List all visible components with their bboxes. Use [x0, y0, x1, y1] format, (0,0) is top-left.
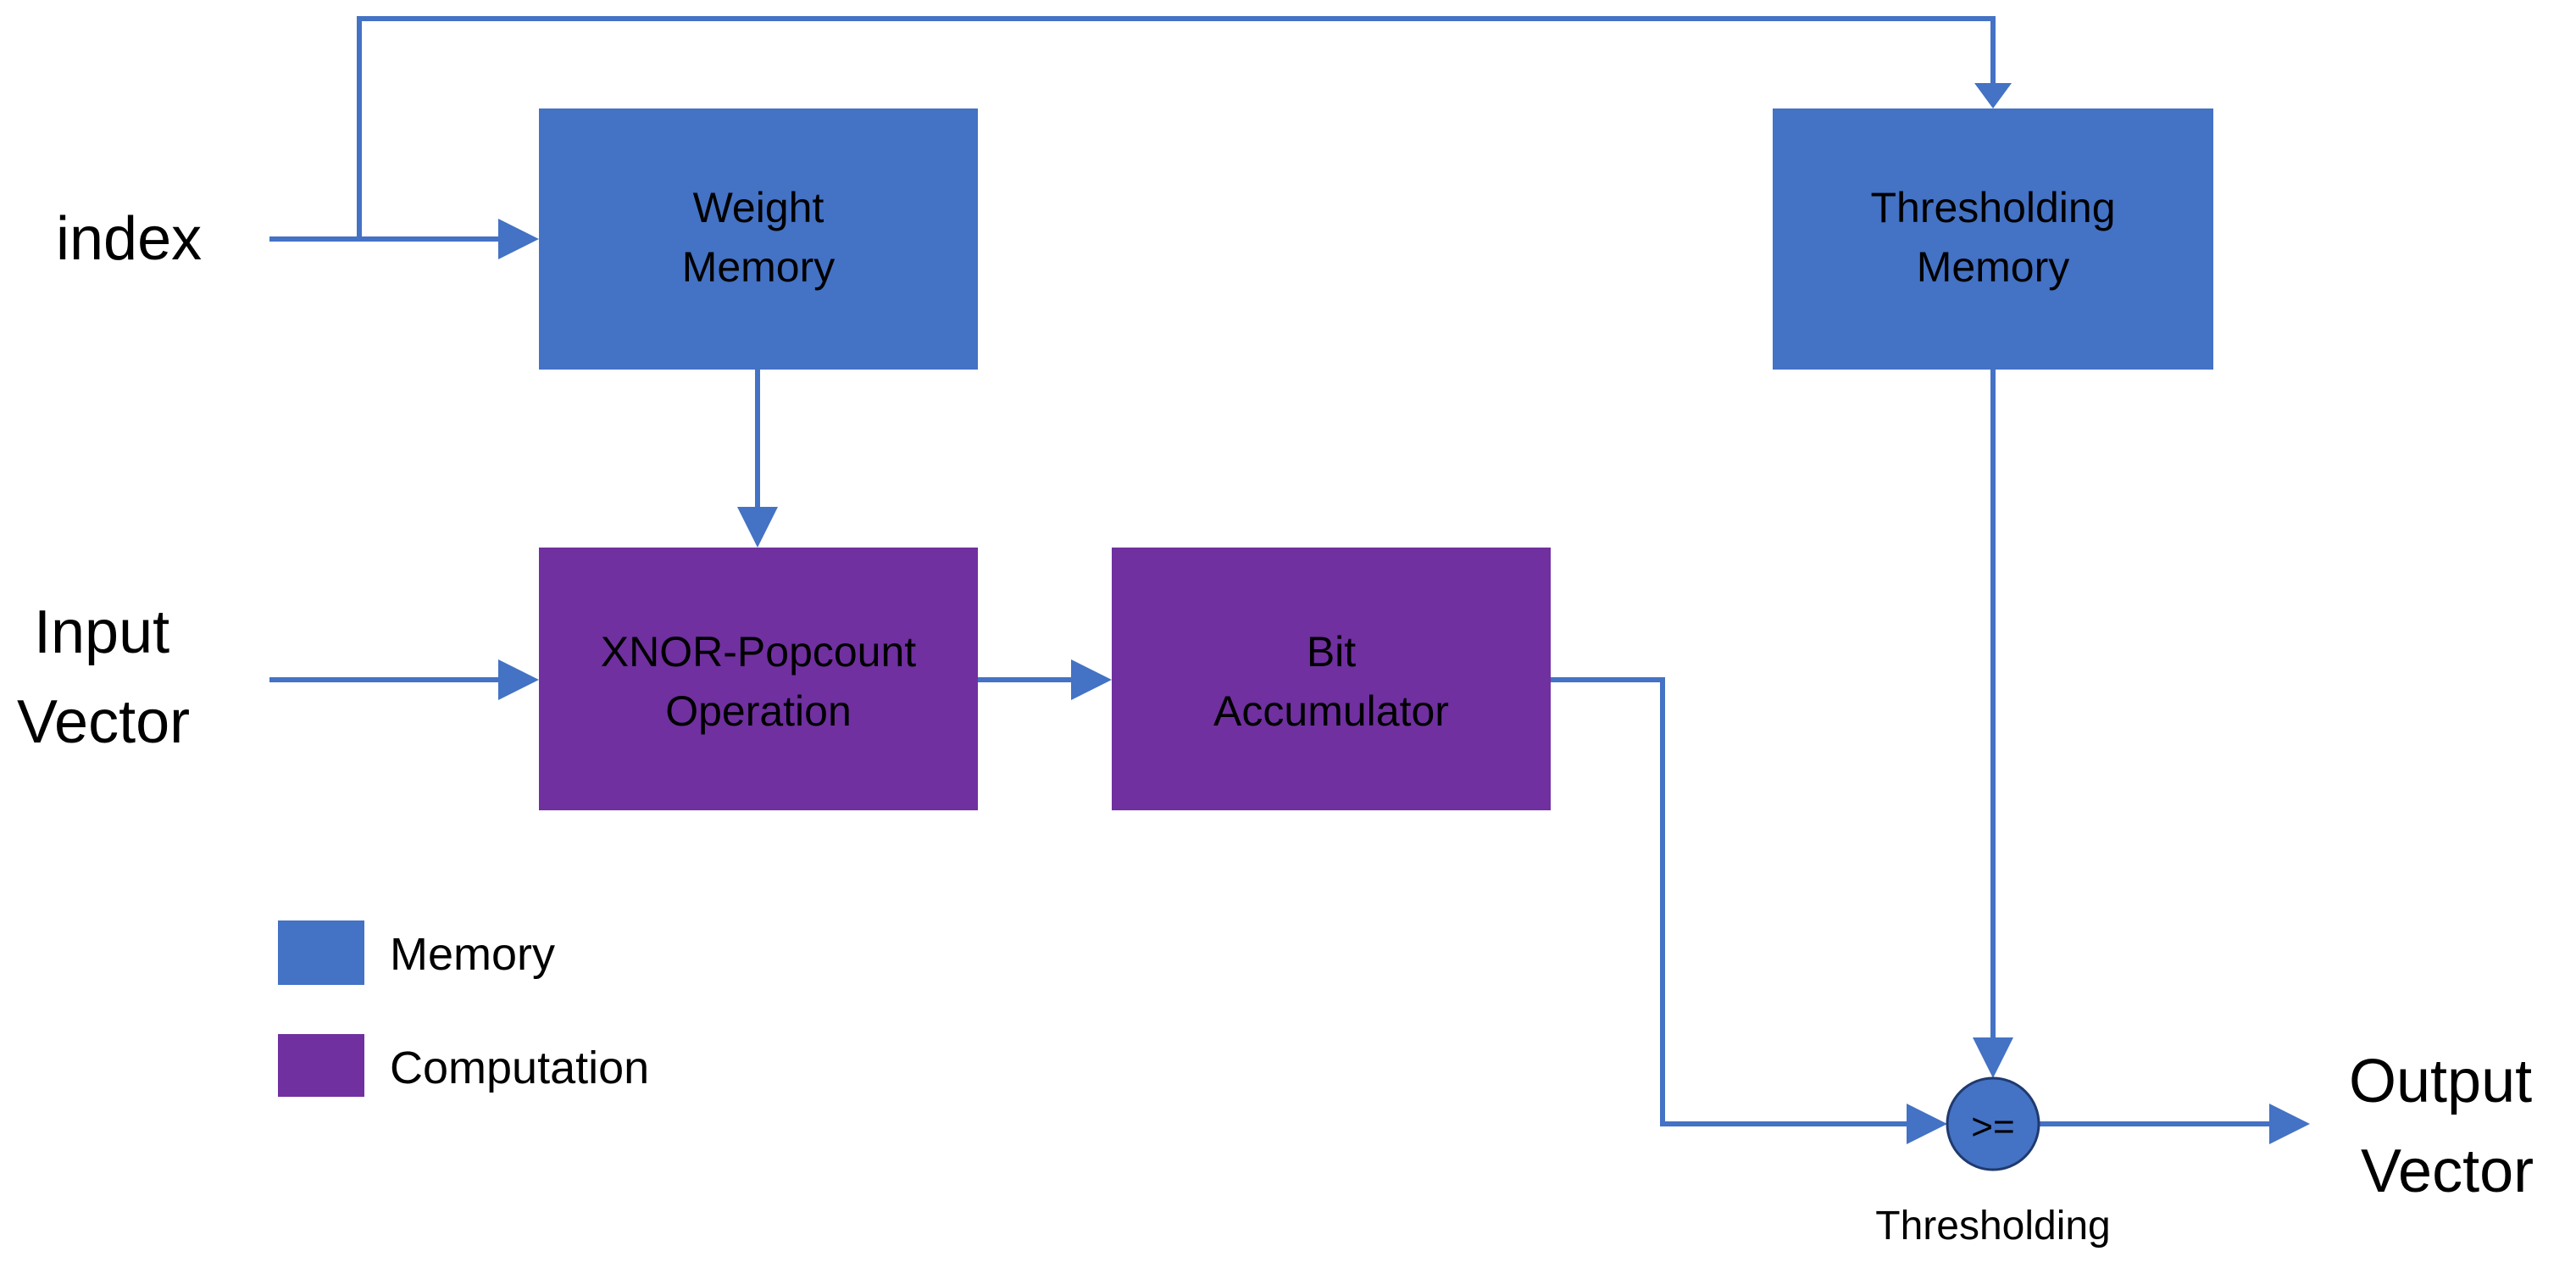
- thresholding-memory-rect: [1773, 108, 2213, 370]
- legend-item-memory: Memory: [278, 920, 555, 985]
- thresholding-memory-block: Thresholding Memory: [1773, 108, 2213, 370]
- legend-swatch-memory: [278, 920, 364, 985]
- input-vector-label-line1: Input: [34, 598, 169, 666]
- xnor-popcount-block: XNOR-Popcount Operation: [539, 548, 978, 810]
- arrowhead-comparator-left: [1907, 1104, 1947, 1144]
- legend-item-computation: Computation: [278, 1034, 649, 1097]
- legend-label-computation: Computation: [390, 1043, 649, 1093]
- weight-memory-rect: [539, 108, 978, 370]
- arrowhead-comparator-top: [1973, 1037, 2013, 1078]
- comparator-circle: [1946, 1076, 2040, 1171]
- legend: Memory Computation: [278, 920, 649, 1097]
- comparator-symbol: >=: [1971, 1106, 2014, 1148]
- arrowhead-accumulator: [1071, 659, 1112, 700]
- weight-memory-label-line2: Memory: [682, 243, 836, 291]
- xnor-popcount-label-line1: XNOR-Popcount: [601, 628, 916, 676]
- wire-accumulator-to-comparator: [1551, 677, 1908, 1126]
- weight-memory-block: Weight Memory: [539, 108, 978, 370]
- input-vector-label-line2: Vector: [17, 688, 190, 756]
- arrowhead-output: [2269, 1104, 2310, 1144]
- legend-swatch-computation: [278, 1034, 364, 1097]
- thresholding-memory-label-line2: Memory: [1917, 243, 2070, 291]
- output-vector-label-line1: Output: [2349, 1048, 2532, 1115]
- bit-accumulator-rect: [1112, 548, 1551, 810]
- comparator-caption: Thresholding: [1875, 1204, 2111, 1249]
- output-vector-label-line2: Vector: [2361, 1137, 2534, 1205]
- thresholding-memory-label-line1: Thresholding: [1870, 184, 2115, 231]
- legend-label-memory: Memory: [390, 929, 555, 980]
- bit-accumulator-label-line1: Bit: [1307, 628, 1356, 676]
- wire-index-to-thresholding-memory: [357, 16, 1996, 239]
- arrowhead-xnor-top: [737, 507, 778, 548]
- weight-memory-label-line1: Weight: [693, 184, 824, 231]
- bit-accumulator-block: Bit Accumulator: [1112, 548, 1551, 810]
- bit-accumulator-label-line2: Accumulator: [1213, 687, 1449, 735]
- arrowhead-xnor-left: [498, 659, 539, 700]
- index-label: index: [56, 205, 202, 273]
- xnor-popcount-label-line2: Operation: [665, 687, 852, 735]
- xnor-popcount-rect: [539, 548, 978, 810]
- arrowhead-thresholding-memory: [1974, 83, 2012, 108]
- arrowhead-weight-memory: [498, 219, 539, 259]
- comparator-node: >=: [1946, 1076, 2040, 1171]
